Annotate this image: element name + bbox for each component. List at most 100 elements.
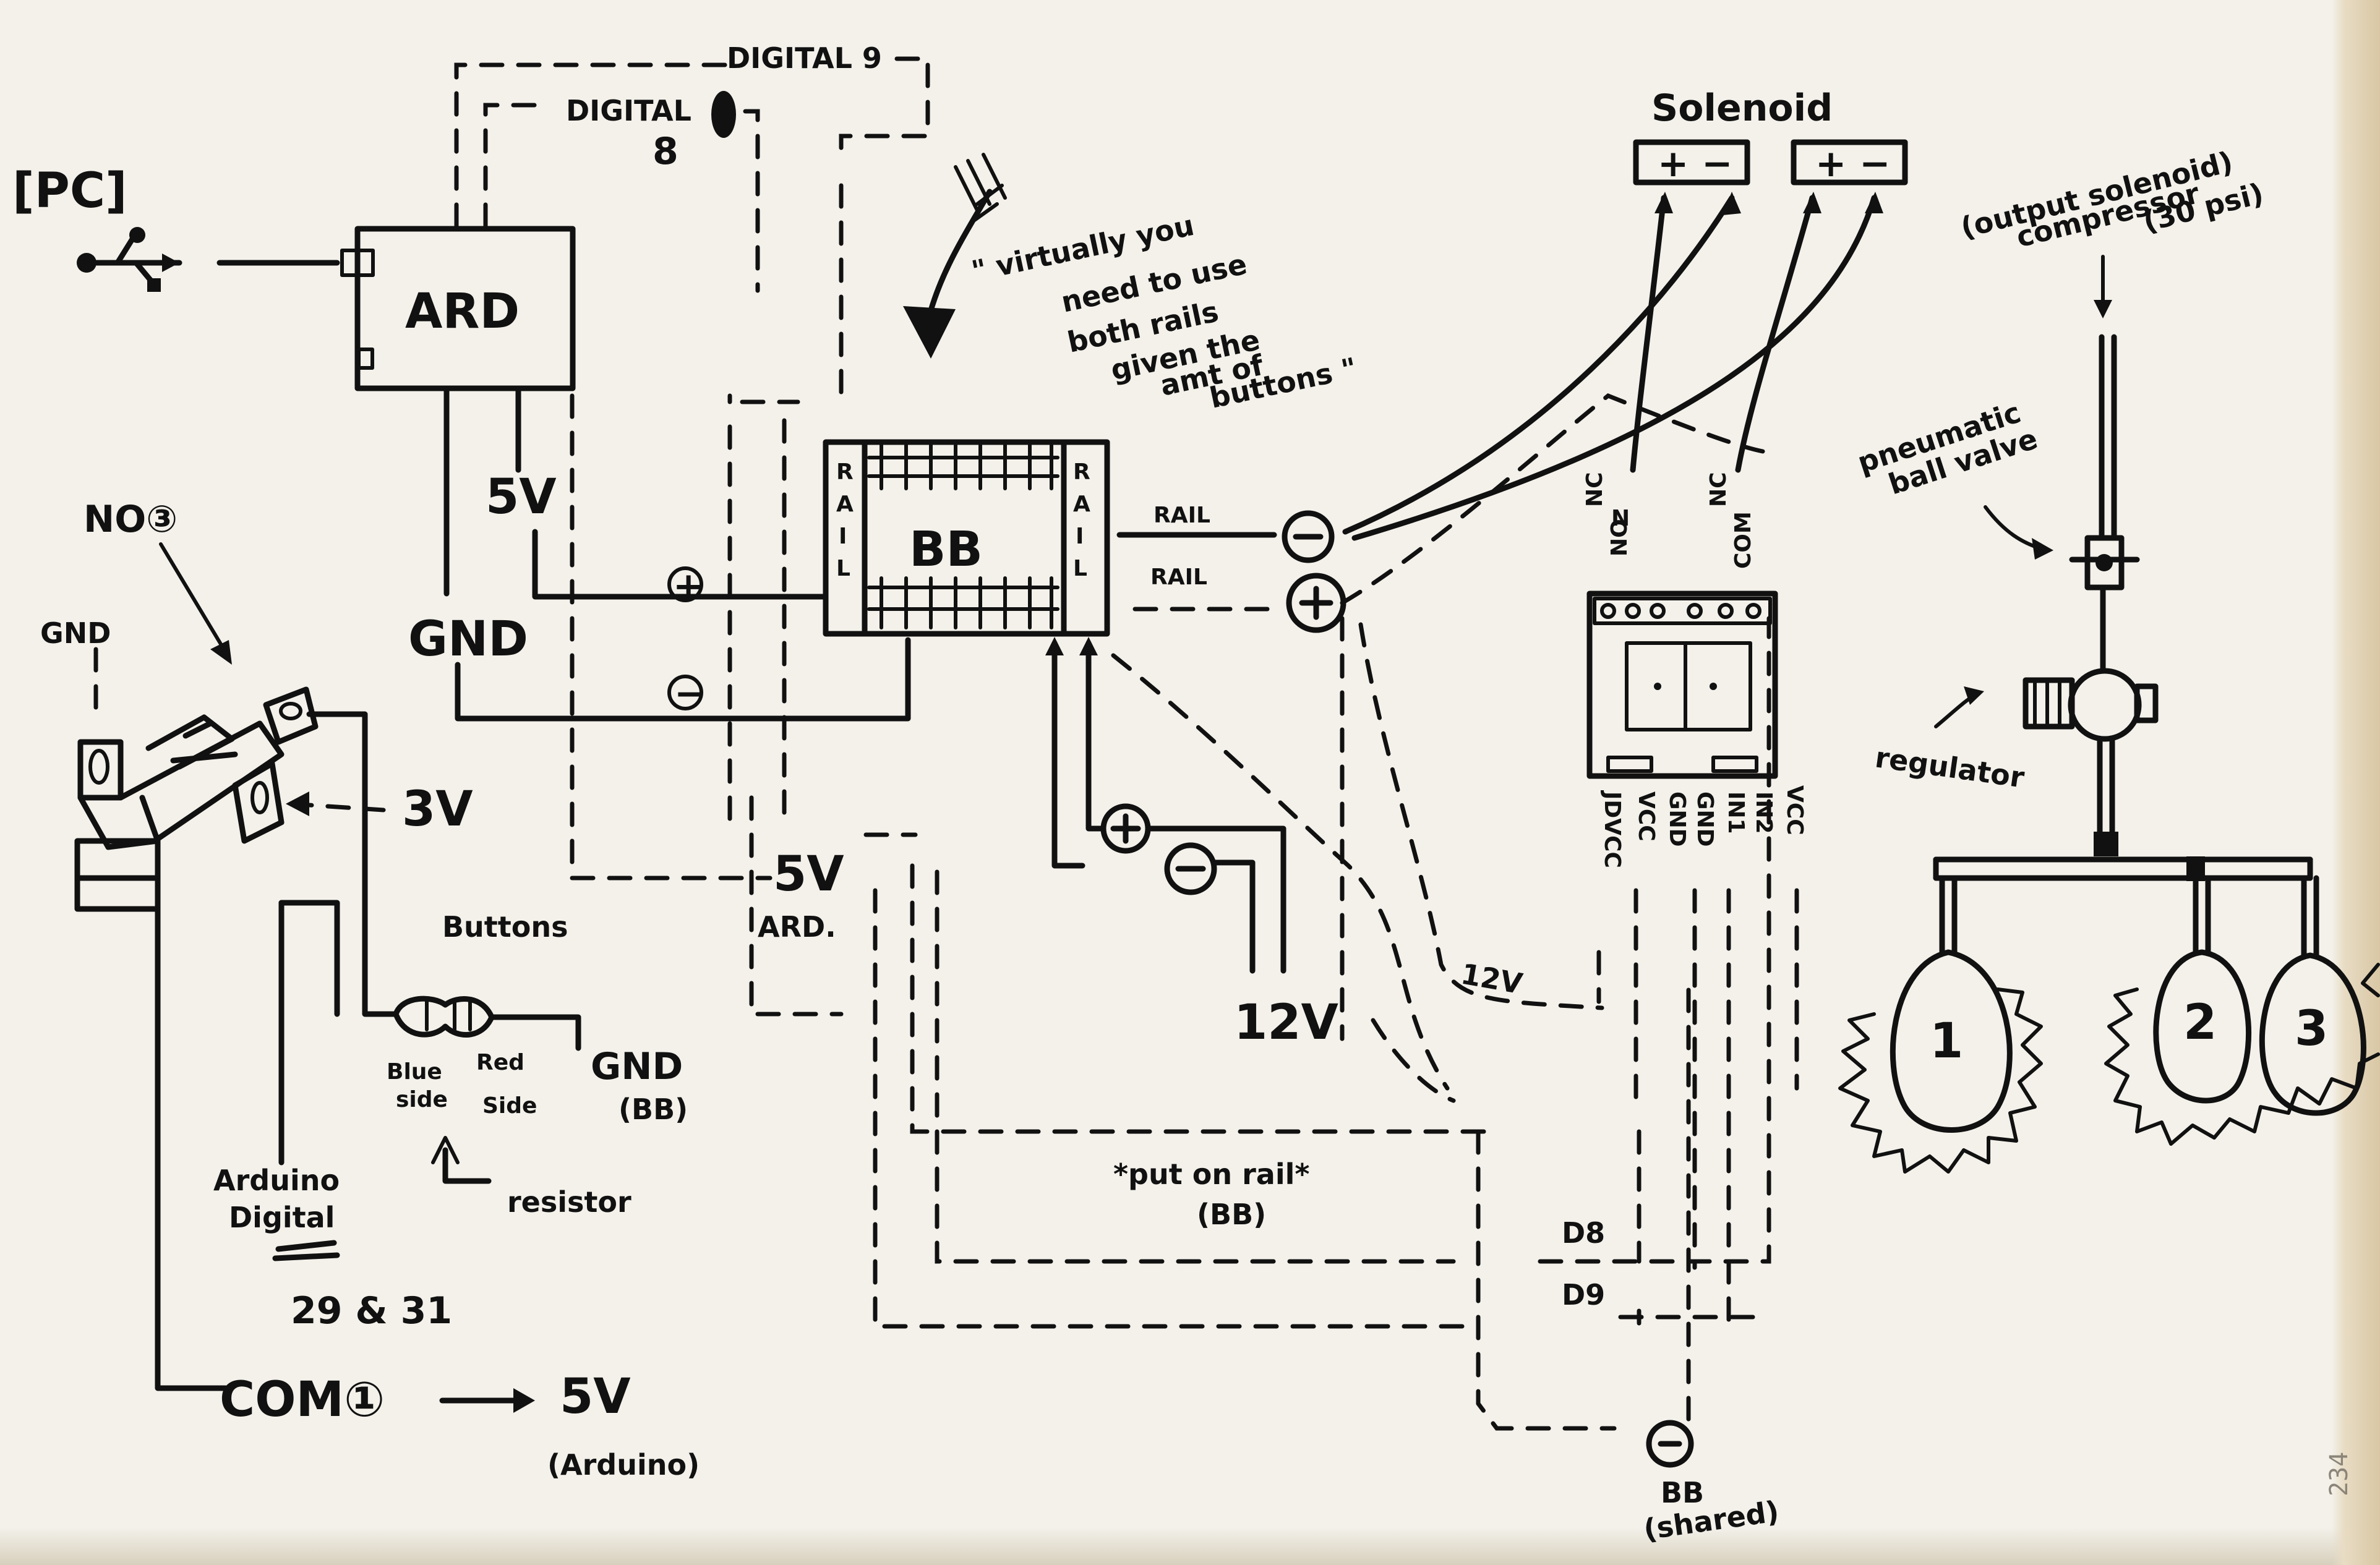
pc-label: [PC] [12,163,127,219]
three-v-label: 3V [402,782,473,837]
no3-arrowhead [210,640,232,665]
red-side-1: Red [476,1050,524,1075]
microswitch-icon [74,686,319,912]
d8-bus [1538,616,1771,1264]
dash-col-4 [749,795,844,1017]
twelve-v-label: 12V [1234,995,1338,1051]
rail-plus-label: RAIL [1150,565,1207,590]
valve-pointer-head [2032,538,2053,560]
relay-module-icon [1586,591,1778,779]
solenoid-1-pins: + − [1658,142,1732,185]
gnd-bb-label: GND [591,1045,683,1088]
arduino-label: ARD [405,284,520,339]
sol1-minus-arrow [1723,192,1741,215]
arduino-digital-1: Arduino [213,1164,340,1197]
resistor-gnd-wire [489,1014,581,1051]
compressor-arrowhead [2094,300,2112,318]
arrowhead-b [1079,637,1098,655]
digital8-wire-right [743,109,760,293]
sol2-plus-arrow [1803,192,1821,213]
solenoid-1 [1633,139,1750,185]
relay-nc1: N [1611,506,1630,531]
twelve-v-minus-wire [1212,859,1256,974]
solenoid-label: Solenoid [1651,87,1833,130]
gnd-switch-label: GND [40,616,111,650]
arrowhead-a [1045,637,1064,655]
dash-col-1 [570,393,773,881]
five-v-label: 5V [486,469,557,525]
com1-label: COM① [220,1372,385,1428]
sol1-plus-wire [1630,195,1667,473]
put-on-rail-label: *put on rail* [1113,1158,1309,1191]
buttons-label: Buttons [442,910,568,944]
regulator-label: regulator [1873,740,2026,794]
switch-digital-wire [278,900,340,1017]
blue-side-2: side [396,1087,448,1112]
minus-symbol-circle [667,675,703,710]
ink-blot [711,91,736,138]
switch-com-wire [155,875,229,1391]
gnd-ard-label: GND [408,612,528,667]
digital9-label: DIGITAL 9 [727,41,882,75]
bb-label: BB [909,522,983,578]
regulator-pointer-head [1964,686,1984,705]
no3-label: NO③ [83,498,178,541]
arduino-power-jack [357,348,374,370]
page-number: 234 [2325,1452,2353,1496]
sol1-minus-wire [1342,195,1735,535]
resistor-pointer [442,1147,492,1184]
scribble [272,1240,340,1261]
relay-pin-in2: IN2 [1751,791,1776,834]
arduino-usb-port [340,249,375,277]
curve-dash-2 [1371,1018,1456,1103]
solenoid-2 [1791,139,1908,185]
balloon-3-label: 3 [2295,1001,2328,1057]
lower-bus [873,888,1481,1329]
digital8-wire [483,103,553,228]
no3-arrow [159,542,228,654]
gnd-to-bb [455,637,911,722]
red-side-2: Side [482,1093,537,1119]
curve-dash-1 [1111,653,1450,1091]
bb-shared-node [1646,1420,1694,1468]
middle-bus [935,869,1456,1264]
plus-symbol-circle [667,566,703,602]
sol2-plus-wire [1735,195,1815,473]
rail-plus-dash-curve [1340,393,1765,605]
resistor-label: resistor [507,1185,631,1219]
relay-no1-label: NO [1607,519,1632,556]
ball-valve-icon [2069,535,2140,591]
12v-plus-wire-b [1085,640,1104,832]
put-on-rail-bus [910,863,1496,1134]
blue-side-1: Blue [387,1059,442,1085]
sol1-plus-arrow [1654,192,1673,213]
resistor-pointer-head [431,1136,460,1164]
usb-icon [77,227,182,292]
d8-label: D8 [1562,1216,1605,1250]
relay-pin-in1: IN1 [1723,791,1749,834]
arduino-board [354,226,576,391]
twelve-v-minus-node [1164,842,1217,895]
12v-plus-wire-a [1051,640,1085,869]
relay-com2-label: COM [1731,511,1756,569]
digital8-label: DIGITAL [566,94,691,127]
plus-symbol: + [673,565,704,608]
regulator-icon [2023,668,2159,742]
five-v-ard-label: 5V [773,846,844,902]
balloon-1-stem [1939,875,1958,955]
five-v-ard-sub: ARD. [758,910,836,944]
arduino-digital-2: Digital [229,1201,335,1234]
solenoid-2-pins: + − [1815,142,1890,185]
digital9-wire-right [839,56,930,163]
switch-no-wire [306,711,399,1017]
rail-minus-label: RAIL [1154,503,1210,528]
gnd-bb-sub: (BB) [619,1093,688,1126]
relay-nc1-label: NC [1582,472,1607,507]
minus-symbol: − [674,672,705,715]
three-v-arrowhead [286,791,309,816]
balloon-3-stem [2301,875,2319,958]
rail-minus-node [1282,510,1335,563]
